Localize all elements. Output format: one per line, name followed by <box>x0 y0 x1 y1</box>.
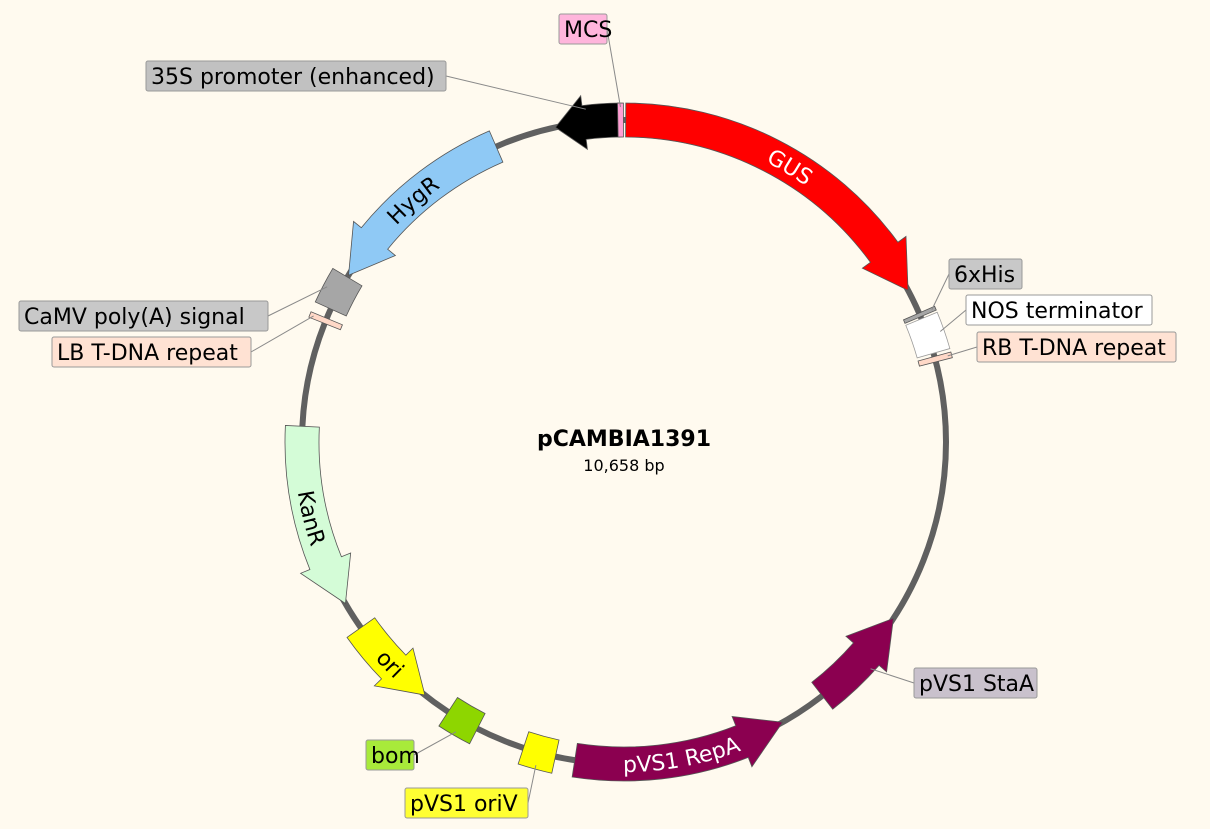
callout-lb[interactable]: LB T-DNA repeat <box>51 336 252 368</box>
callout-oriv[interactable]: pVS1 oriV <box>404 787 529 819</box>
callout-mcs[interactable]: MCS <box>558 13 612 45</box>
feature-hygr[interactable] <box>348 130 504 276</box>
callout-box-staa <box>913 667 1038 699</box>
callout-text-bom: bom <box>371 744 420 769</box>
callout-box-bom <box>365 739 415 771</box>
leader-line-mcs <box>606 28 621 108</box>
leader-line-staa <box>870 668 915 684</box>
leader-line-oriv <box>527 765 537 804</box>
feature-oriv[interactable] <box>517 731 560 774</box>
callout-nos[interactable]: NOS terminator <box>965 294 1153 326</box>
plasmid-name: pCAMBIA1391 <box>537 427 711 452</box>
callout-camv[interactable]: CaMV poly(A) signal <box>18 300 269 332</box>
feature-gus[interactable] <box>625 102 909 291</box>
callout-35s[interactable]: 35S promoter (enhanced) <box>145 60 447 92</box>
feature-mcs[interactable] <box>617 102 624 138</box>
feature-kanr[interactable] <box>284 425 352 605</box>
leader-line-nos <box>939 309 967 332</box>
feature-repa[interactable] <box>571 715 784 782</box>
callout-text-camv: CaMV poly(A) signal <box>24 305 245 330</box>
leader-line-rb <box>947 346 978 357</box>
callout-box-lb <box>51 336 252 368</box>
callout-text-nos: NOS terminator <box>971 299 1144 324</box>
leader-line-lb <box>250 315 314 353</box>
callout-box-35s <box>145 60 447 92</box>
callout-box-camv <box>18 300 269 332</box>
leader-line-camv <box>267 286 328 317</box>
callout-text-rb: RB T-DNA repeat <box>982 336 1166 361</box>
plasmid-size: 10,658 bp <box>583 456 664 475</box>
callout-box-his <box>948 258 1023 290</box>
callout-text-oriv: pVS1 oriV <box>410 792 518 817</box>
feature-lb[interactable] <box>308 311 343 331</box>
callout-text-his: 6xHis <box>954 263 1015 288</box>
feature-nos[interactable] <box>905 311 951 359</box>
callout-text-staa: pVS1 StaA <box>919 672 1034 697</box>
callout-box-nos <box>965 294 1153 326</box>
callout-his[interactable]: 6xHis <box>948 258 1023 290</box>
callout-text-mcs: MCS <box>564 18 612 43</box>
feature-bom[interactable] <box>438 696 486 745</box>
callout-box-oriv <box>404 787 529 819</box>
feature-staa[interactable] <box>811 617 894 710</box>
callout-text-35s: 35S promoter (enhanced) <box>151 65 435 90</box>
feature-camv[interactable] <box>314 267 363 317</box>
feature-ori[interactable] <box>346 617 426 696</box>
leader-line-his <box>931 273 950 310</box>
feature-his[interactable] <box>902 305 937 324</box>
callout-box-mcs <box>558 13 608 45</box>
callout-rb[interactable]: RB T-DNA repeat <box>976 331 1177 363</box>
feature-rb[interactable] <box>917 351 953 367</box>
callout-staa[interactable]: pVS1 StaA <box>913 667 1038 699</box>
leader-line-bom <box>413 731 457 756</box>
leader-line-35s <box>445 75 586 110</box>
callout-box-rb <box>976 331 1177 363</box>
callout-bom[interactable]: bom <box>365 739 420 771</box>
callout-text-lb: LB T-DNA repeat <box>57 341 238 366</box>
